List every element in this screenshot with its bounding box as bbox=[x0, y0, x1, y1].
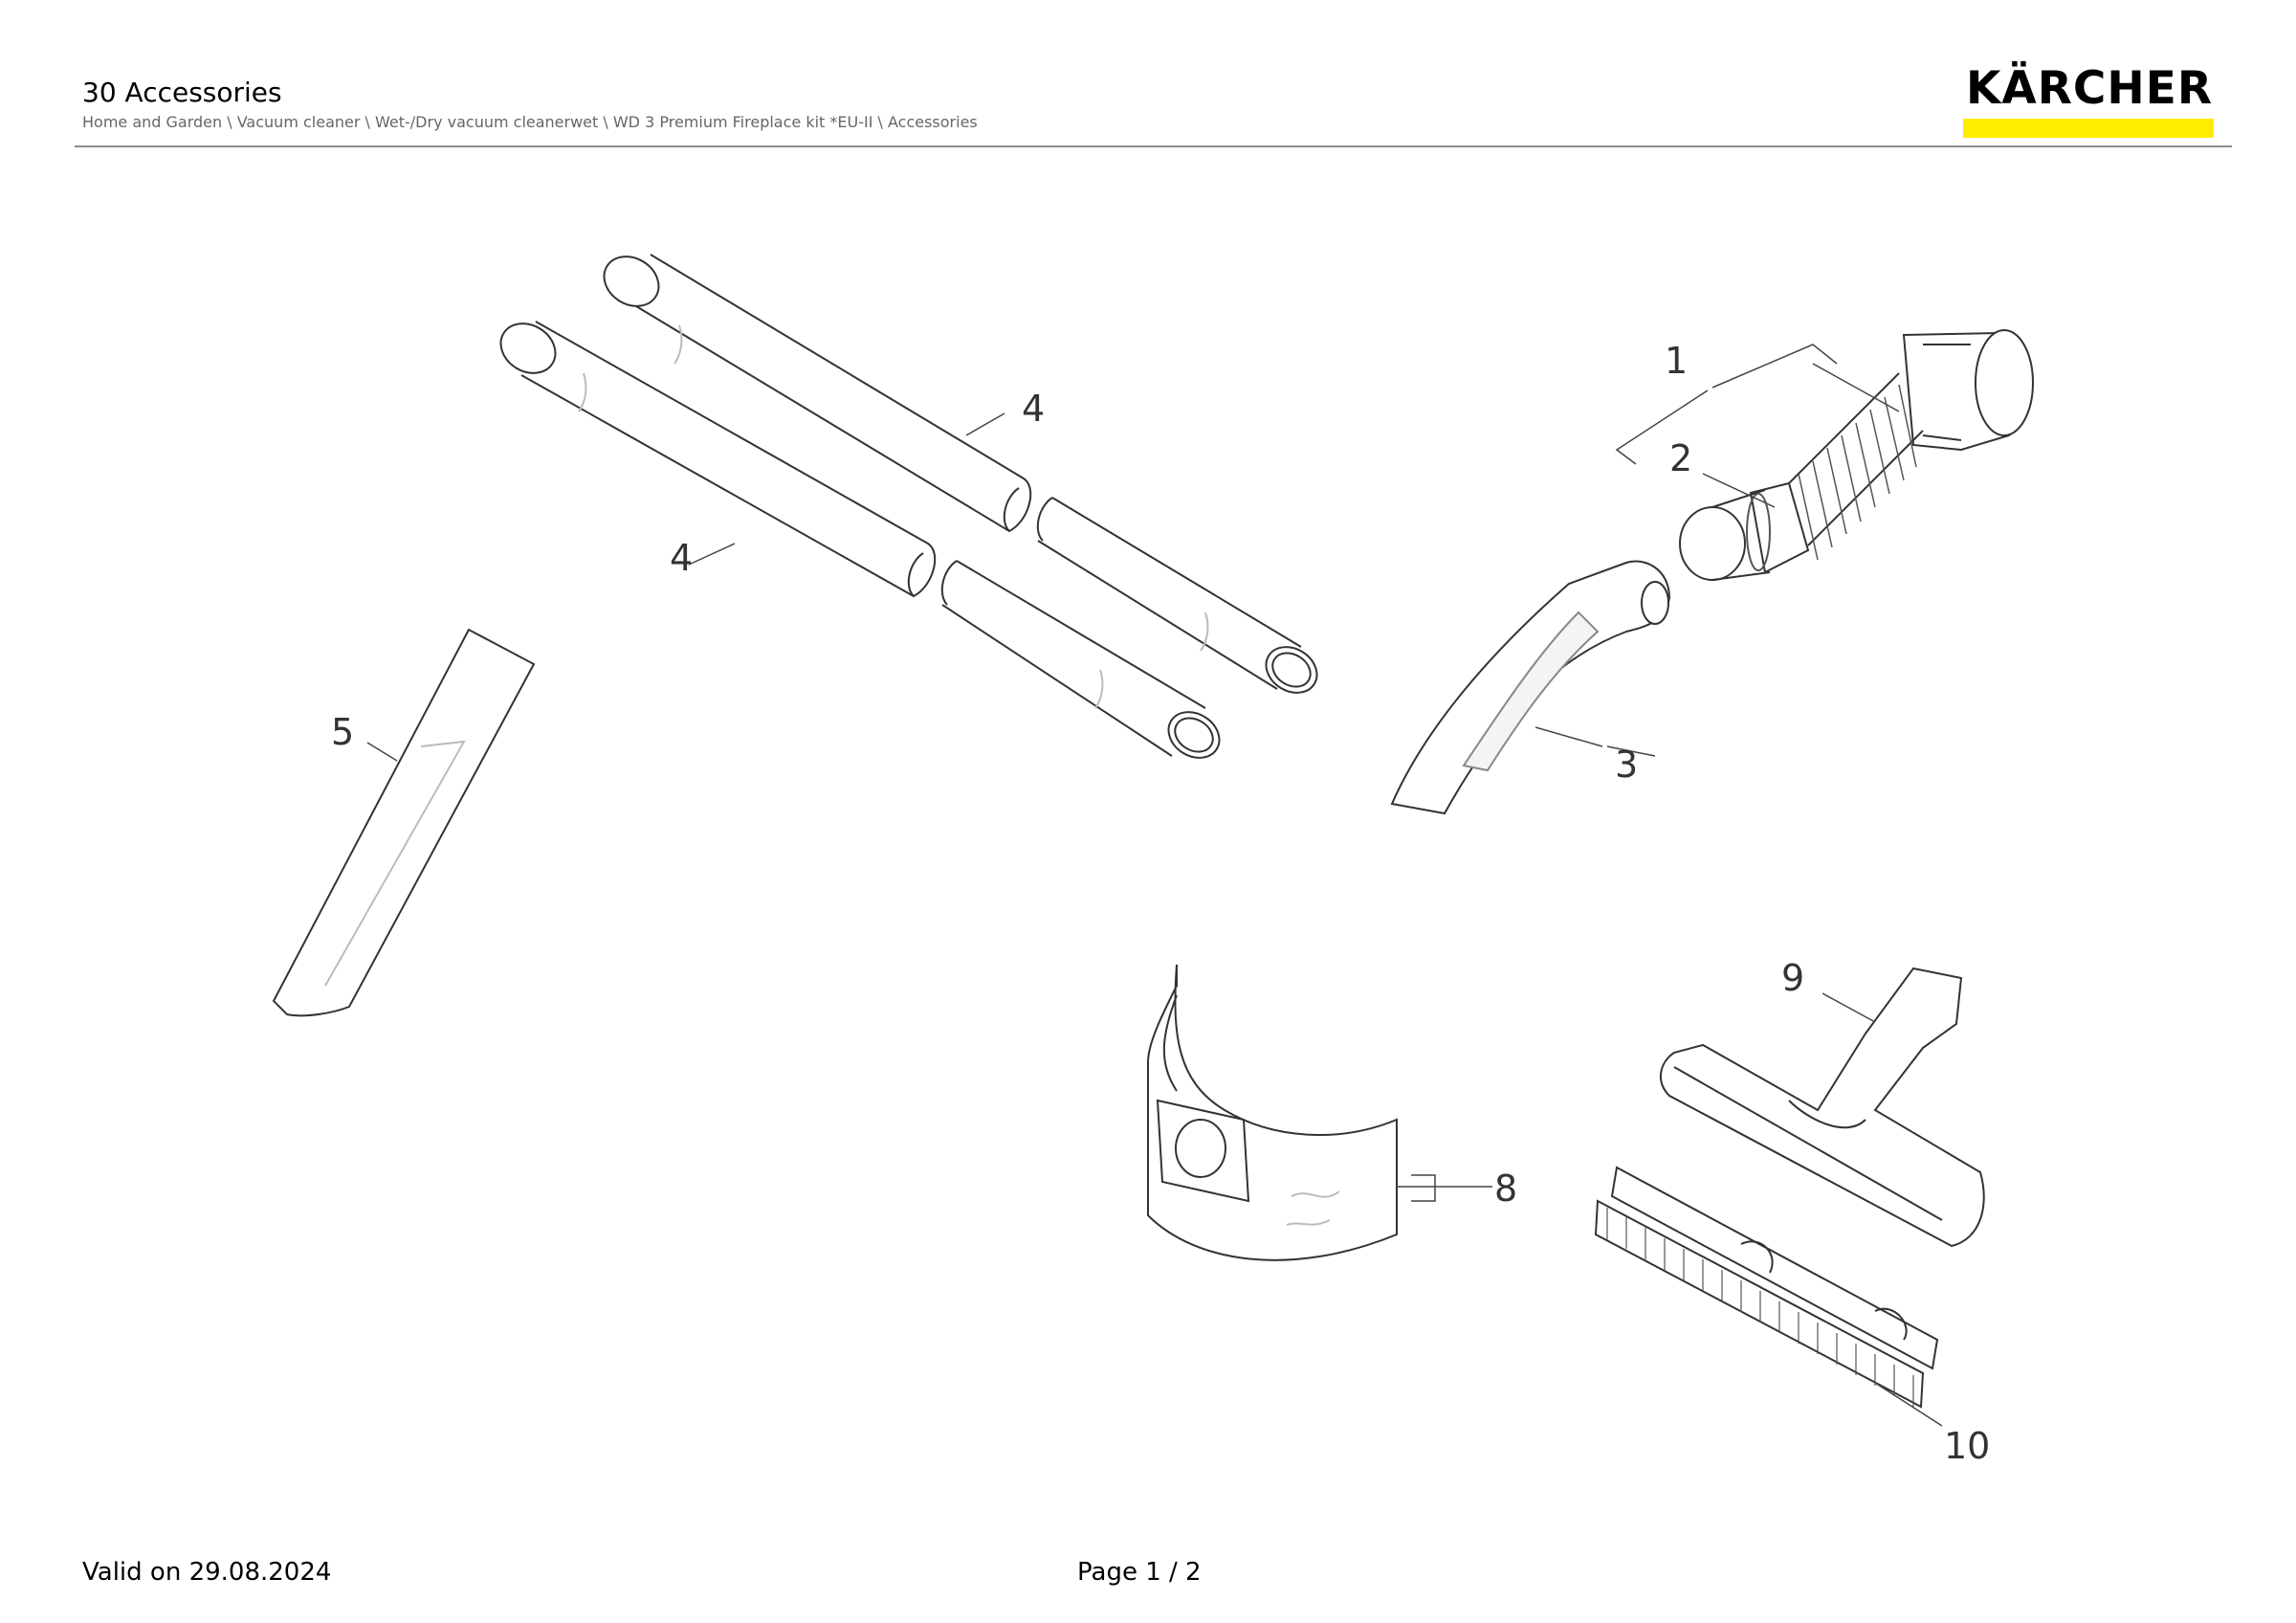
valid-date: Valid on 29.08.2024 bbox=[82, 1558, 332, 1587]
page-title: 30 Accessories bbox=[82, 77, 282, 108]
part-5-crevice-tool bbox=[272, 628, 536, 1017]
callout-4-upper: 4 bbox=[1022, 388, 1045, 430]
callout-3: 3 bbox=[1615, 744, 1638, 786]
part-3-hand-grip bbox=[1390, 560, 1671, 815]
page-number: Page 1 / 2 bbox=[1077, 1558, 1202, 1587]
part-10-brush-strip bbox=[1594, 1166, 1939, 1409]
callout-1: 1 bbox=[1665, 340, 1688, 382]
part-9-floor-nozzle bbox=[1660, 967, 1985, 1248]
karcher-logo: KÄRCHER bbox=[1963, 65, 2216, 138]
part-4-tube-upper bbox=[603, 254, 1318, 694]
part-2-hose-connector bbox=[1679, 481, 1810, 581]
callout-8: 8 bbox=[1494, 1167, 1517, 1210]
part-4-tube-lower bbox=[499, 321, 1221, 759]
logo-yellow-bar bbox=[1963, 119, 2214, 138]
part-8-filter-bag bbox=[1147, 964, 1398, 1261]
callout-9: 9 bbox=[1781, 957, 1804, 999]
callout-2: 2 bbox=[1669, 437, 1692, 479]
breadcrumb: Home and Garden \ Vacuum cleaner \ Wet-/… bbox=[82, 113, 978, 131]
part-1-suction-hose bbox=[1788, 329, 2034, 561]
callout-10: 10 bbox=[1944, 1425, 1990, 1467]
logo-wordmark: KÄRCHER bbox=[1965, 62, 2214, 115]
callout-4-lower: 4 bbox=[670, 537, 693, 579]
callout-5: 5 bbox=[331, 711, 354, 753]
leader-lines bbox=[366, 344, 1943, 1427]
header-divider bbox=[75, 145, 2232, 147]
